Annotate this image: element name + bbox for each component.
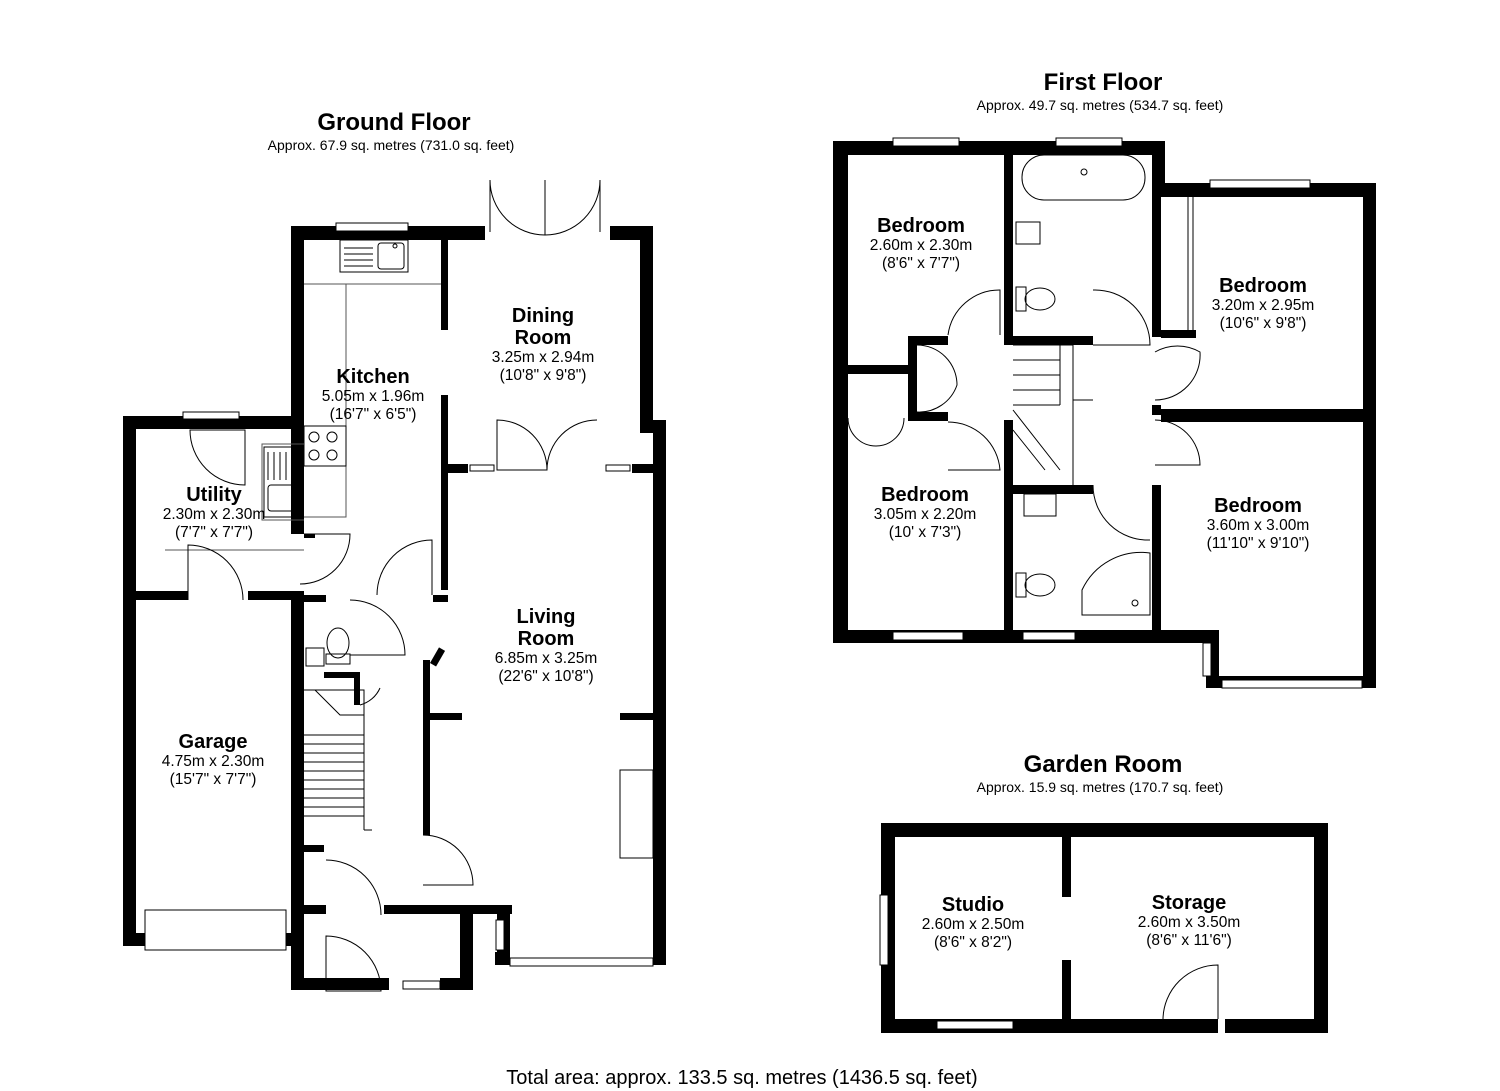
- room-name: Bedroom: [1219, 275, 1307, 297]
- room-size-imperial: (10' x 7'3"): [889, 524, 962, 541]
- room-size-metric: 3.20m x 2.95m: [1212, 297, 1315, 314]
- room-living: Living Room 6.85m x 3.25m (22'6" x 10'8"…: [495, 606, 598, 685]
- room-dining: Dining Room 3.25m x 2.94m (10'8" x 9'8"): [492, 305, 595, 384]
- room-size-imperial: (8'6" x 11'6"): [1146, 932, 1232, 949]
- room-name: Bedroom: [881, 484, 969, 506]
- total-area: Total area: approx. 133.5 sq. metres (14…: [506, 1067, 977, 1089]
- room-size-imperial: (11'10" x 9'10"): [1207, 535, 1310, 552]
- first-floor: First Floor Approx. 49.7 sq. metres (534…: [833, 69, 1376, 689]
- room-size-metric: 2.60m x 3.50m: [1138, 914, 1241, 931]
- room-size-metric: 3.60m x 3.00m: [1207, 517, 1310, 534]
- ground-floor-fittings: [144, 179, 654, 992]
- ground-floor-title: Ground Floor: [317, 109, 470, 136]
- room-size-imperial: (10'6" x 9'8"): [1220, 315, 1307, 332]
- room-size-imperial: (15'7" x 7'7"): [170, 771, 257, 788]
- first-floor-area: Approx. 49.7 sq. metres (534.7 sq. feet): [977, 97, 1224, 113]
- ground-floor: Ground Floor Approx. 67.9 sq. metres (73…: [123, 109, 666, 992]
- garden-room-area: Approx. 15.9 sq. metres (170.7 sq. feet): [977, 779, 1224, 795]
- garden-room-title: Garden Room: [1024, 751, 1183, 778]
- room-name: Kitchen: [336, 366, 409, 388]
- room-bedroom-4: Bedroom 3.60m x 3.00m (11'10" x 9'10"): [1207, 495, 1310, 552]
- room-name: Bedroom: [1214, 495, 1302, 517]
- room-garage: Garage 4.75m x 2.30m (15'7" x 7'7"): [162, 731, 265, 788]
- room-size-metric: 6.85m x 3.25m: [495, 650, 598, 667]
- room-size-metric: 2.30m x 2.30m: [163, 506, 266, 523]
- garden-room-fittings: [879, 894, 1219, 1030]
- room-size-metric: 3.25m x 2.94m: [492, 349, 595, 366]
- room-name: Storage: [1152, 892, 1226, 914]
- room-size-imperial: (10'8" x 9'8"): [500, 367, 587, 384]
- room-size-metric: 2.60m x 2.30m: [870, 237, 973, 254]
- room-size-metric: 2.60m x 2.50m: [922, 916, 1025, 933]
- room-size-imperial: (8'6" x 8'2"): [934, 934, 1012, 951]
- first-floor-title: First Floor: [1044, 69, 1163, 96]
- room-bedroom-2: Bedroom 3.20m x 2.95m (10'6" x 9'8"): [1212, 275, 1315, 332]
- room-name: Garage: [179, 731, 248, 753]
- room-size-metric: 4.75m x 2.30m: [162, 753, 265, 770]
- room-name: Utility: [186, 484, 242, 506]
- room-name: Studio: [942, 894, 1004, 916]
- room-utility: Utility 2.30m x 2.30m (7'7" x 7'7"): [163, 484, 266, 541]
- room-size-imperial: (16'7" x 6'5"): [330, 406, 417, 423]
- room-name: Room: [515, 327, 572, 349]
- room-name: Living: [517, 606, 576, 628]
- first-floor-fittings: [847, 137, 1363, 689]
- ground-floor-walls: [123, 226, 666, 990]
- room-studio: Studio 2.60m x 2.50m (8'6" x 8'2"): [922, 894, 1025, 951]
- ground-floor-area: Approx. 67.9 sq. metres (731.0 sq. feet): [268, 137, 515, 153]
- room-size-imperial: (8'6" x 7'7"): [882, 255, 960, 272]
- room-size-imperial: (7'7" x 7'7"): [175, 524, 253, 541]
- room-size-metric: 3.05m x 2.20m: [874, 506, 977, 523]
- room-size-metric: 5.05m x 1.96m: [322, 388, 425, 405]
- room-name: Dining: [512, 305, 574, 327]
- room-bedroom-3: Bedroom 3.05m x 2.20m (10' x 7'3"): [874, 484, 977, 541]
- room-bedroom-1: Bedroom 2.60m x 2.30m (8'6" x 7'7"): [870, 215, 973, 272]
- room-kitchen: Kitchen 5.05m x 1.96m (16'7" x 6'5"): [322, 366, 425, 423]
- room-storage: Storage 2.60m x 3.50m (8'6" x 11'6"): [1138, 892, 1241, 949]
- room-name: Bedroom: [877, 215, 965, 237]
- garden-room: Garden Room Approx. 15.9 sq. metres (170…: [879, 751, 1328, 1033]
- room-size-imperial: (22'6" x 10'8"): [498, 668, 593, 685]
- room-name: Room: [518, 628, 575, 650]
